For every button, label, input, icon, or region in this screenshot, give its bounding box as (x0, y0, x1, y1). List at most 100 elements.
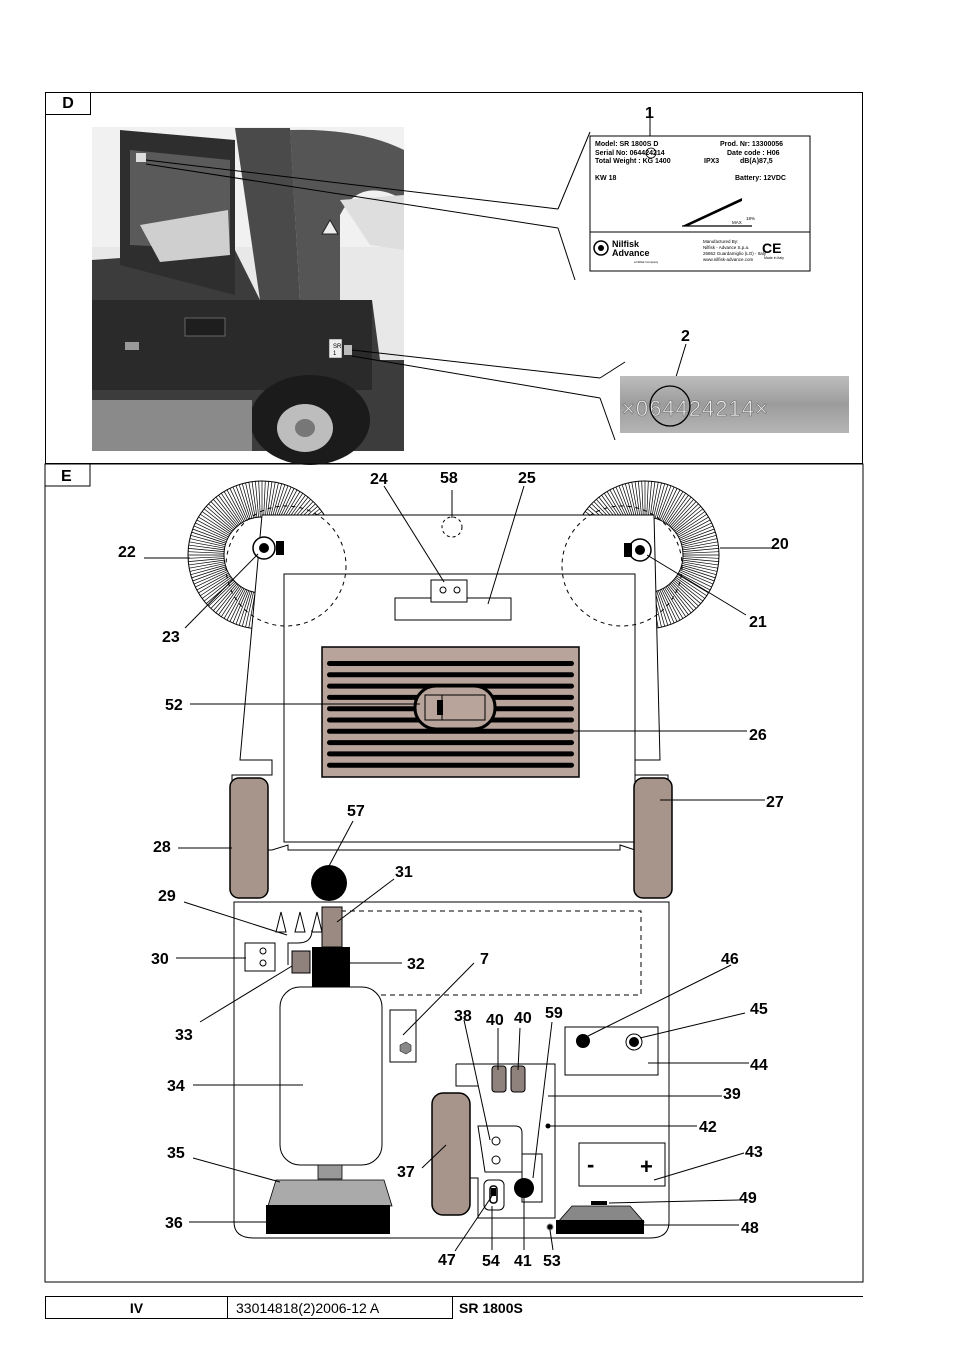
callout-2: 2 (681, 328, 690, 345)
rear-wheel-right (633, 777, 673, 899)
brush-radius-left (225, 505, 347, 627)
radiator-grille (321, 646, 580, 778)
part-34-tank (279, 986, 383, 1166)
callout-49: 49 (739, 1190, 757, 1207)
panel-e-tag: E (61, 468, 72, 485)
callout-48: 48 (741, 1220, 759, 1237)
battery-plus: + (640, 1154, 653, 1179)
page-footer: IV 33014818(2)2006-12 A SR 1800S (45, 1296, 863, 1319)
part-58-dashed (441, 516, 463, 538)
callout-43: 43 (745, 1144, 763, 1161)
callout-53: 53 (543, 1253, 561, 1270)
callout-59: 59 (545, 1005, 563, 1022)
part-29-filters (275, 911, 323, 933)
part-43-battery (578, 1142, 666, 1187)
nameplate-prod: Prod. Nr: 13300056 (720, 141, 783, 148)
part-48 (556, 1220, 644, 1234)
panel-e-leaders (144, 485, 773, 1252)
slope-pct: 18% (746, 216, 755, 221)
part-33 (291, 950, 311, 974)
callout-23: 23 (162, 629, 180, 646)
mfg-line4: www.nilfisk-advance.com (703, 257, 754, 262)
nameplate-serial: Serial No: 064424214 (595, 150, 665, 157)
machine-photo: SR 1 (92, 127, 404, 465)
callout-30: 30 (151, 951, 169, 968)
part-38 (477, 1125, 523, 1173)
part-32 (312, 947, 350, 987)
brush-radius-right (561, 505, 683, 627)
panel-d-tag: D (46, 93, 91, 115)
callout-39: 39 (723, 1086, 741, 1103)
callout-1: 1 (645, 105, 654, 122)
callout-41: 41 (514, 1253, 532, 1270)
brand-line1: Nilfisk (612, 239, 640, 249)
callout-38: 38 (454, 1008, 472, 1025)
callout-37: 37 (397, 1164, 415, 1181)
part-30 (244, 942, 276, 972)
footer-doc-code: 33014818(2)2006-12 A (228, 1297, 453, 1319)
part-53 (546, 1223, 554, 1231)
hinge-24 (430, 579, 468, 603)
slope-max: MAX (732, 220, 742, 225)
callout-35: 35 (167, 1145, 185, 1162)
callout-40b: 40 (514, 1010, 532, 1027)
mfg-line3: 26862 Guardamiglio (LO) - Italy (703, 251, 767, 256)
callout-21: 21 (749, 614, 767, 631)
photo-sticker (328, 338, 343, 359)
callout-52: 52 (165, 697, 183, 714)
callout-42: 42 (699, 1119, 717, 1136)
serial-stamp-text: ×064424214× (622, 396, 769, 421)
callout-57: 57 (347, 803, 365, 820)
callout-25: 25 (518, 470, 536, 487)
callout-45: 45 (750, 1001, 768, 1018)
nameplate-kw: KW 18 (595, 175, 617, 182)
callout-46: 46 (721, 951, 739, 968)
callout-22: 22 (118, 544, 136, 561)
rear-wheel-left (229, 777, 269, 899)
part-7 (389, 1009, 417, 1063)
callout-34: 34 (167, 1078, 185, 1095)
part-49 (591, 1201, 607, 1205)
callout-26: 26 (749, 727, 767, 744)
nameplate-date-code: Date code : H06 (727, 150, 780, 157)
slope-icon (682, 198, 742, 226)
mfg-line1: Manufactured By: (703, 239, 738, 244)
footer-page-number: IV (45, 1297, 228, 1319)
part-40a (491, 1065, 507, 1093)
callout-33: 33 (175, 1027, 193, 1044)
brand-line2: Advance (612, 248, 650, 258)
nameplate-db: dB(A)87,5 (740, 158, 773, 165)
part-35 (267, 1179, 393, 1207)
callout-40a: 40 (486, 1012, 504, 1029)
mfg-line2: Nilfisk - Advance S.p.a. (703, 245, 749, 250)
nameplate-battery: Battery: 12VDC (735, 175, 786, 182)
nameplate: Model: SR 1800S D Serial No: 064424214 T… (589, 135, 811, 272)
made-in: Made in Italy (764, 256, 784, 260)
ce-mark: CE (762, 240, 781, 256)
part-46 (576, 1034, 590, 1048)
serial-highlight-circle (645, 147, 657, 159)
panel-e (44, 463, 864, 1283)
nameplate-ipx: IPX3 (704, 158, 719, 165)
callout-7: 7 (480, 951, 489, 968)
callout-27: 27 (766, 794, 784, 811)
battery-minus: - (587, 1152, 594, 1177)
nilfisk-logo-icon (593, 240, 609, 256)
callout-54: 54 (482, 1253, 500, 1270)
callout-32: 32 (407, 956, 425, 973)
stamp-highlight-circle (649, 385, 691, 427)
callout-29: 29 (158, 888, 176, 905)
part-41 (514, 1178, 534, 1198)
panel-e-tag-box (44, 463, 91, 487)
part-36 (266, 1205, 390, 1234)
nameplate-weight: Total Weight : KG 1400 (595, 158, 671, 165)
serial-stamp: ×064424214× (620, 376, 849, 433)
part-37 (431, 1092, 471, 1216)
callout-28: 28 (153, 839, 171, 856)
part-44-panel (564, 1026, 659, 1076)
callout-47: 47 (438, 1252, 456, 1269)
svg-text:1: 1 (333, 351, 337, 357)
nameplate-model: Model: SR 1800S D (595, 141, 658, 148)
footer-model: SR 1800S (459, 1300, 523, 1316)
